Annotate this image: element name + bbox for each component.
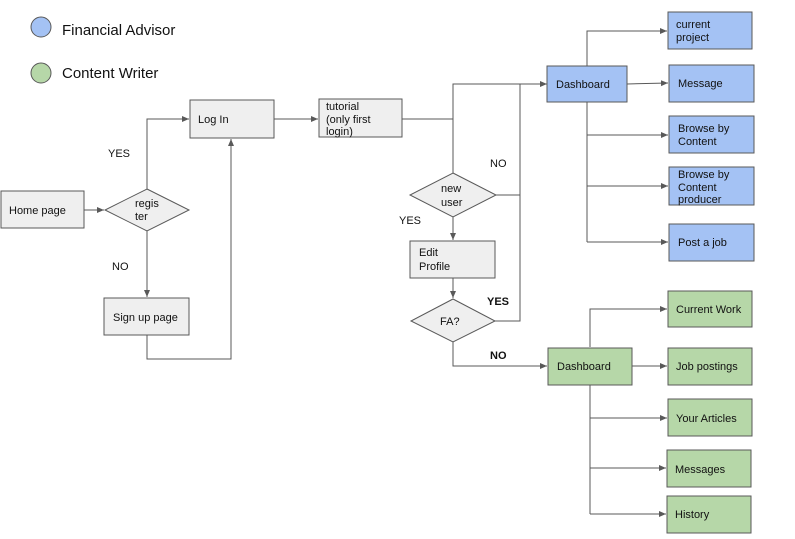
svg-text:project: project xyxy=(676,32,709,44)
edge-fa-no xyxy=(452,342,547,369)
legend-content-writer-swatch xyxy=(30,62,52,84)
node-cw-messages: Messages xyxy=(666,449,752,488)
node-fa-current-project: current project xyxy=(667,11,753,50)
svg-text:Home page: Home page xyxy=(9,205,66,217)
svg-text:Post a job: Post a job xyxy=(678,237,727,249)
legend-content-writer-label: Content Writer xyxy=(62,65,158,82)
svg-text:Browse by: Browse by xyxy=(678,169,730,181)
svg-text:Current Work: Current Work xyxy=(676,304,742,316)
node-home-page: Home page xyxy=(0,190,85,229)
svg-text:Sign up page: Sign up page xyxy=(113,312,178,324)
legend: Financial Advisor Content Writer xyxy=(30,16,175,84)
svg-text:producer: producer xyxy=(678,194,722,206)
node-log-in: Log In xyxy=(189,99,275,139)
node-register-decision: regis ter xyxy=(103,188,191,232)
node-cw-history: History xyxy=(666,495,752,534)
svg-text:Content: Content xyxy=(678,182,717,194)
legend-financial-advisor-label: Financial Advisor xyxy=(62,22,175,39)
edge-label-register-yes: YES xyxy=(108,148,130,160)
node-edit-profile: Edit Profile xyxy=(409,240,496,279)
svg-text:History: History xyxy=(675,509,710,521)
node-fa-browse-content: Browse by Content xyxy=(668,115,755,154)
node-sign-up-page: Sign up page xyxy=(103,297,190,336)
node-fa-browse-producer: Browse by Content producer xyxy=(668,166,755,206)
edge-cw-dash-to-current-work xyxy=(589,306,667,347)
node-fa-decision: FA? xyxy=(409,298,497,343)
edge-to-fa-dashboard xyxy=(452,81,547,173)
edge-label-new-user-yes: YES xyxy=(399,215,421,227)
edge-signup-to-login xyxy=(146,139,234,360)
legend-financial-advisor-swatch xyxy=(30,16,52,38)
svg-text:Messages: Messages xyxy=(675,464,726,476)
node-cw-dashboard: Dashboard xyxy=(547,347,633,386)
svg-text:(only first: (only first xyxy=(326,114,371,126)
connectors xyxy=(84,28,669,517)
svg-text:FA?: FA? xyxy=(440,316,460,328)
edge-fa-dash-to-message xyxy=(626,80,669,87)
svg-text:Browse by: Browse by xyxy=(678,123,730,135)
edge-label-fa-no: NO xyxy=(490,350,507,362)
svg-text:Dashboard: Dashboard xyxy=(557,361,611,373)
svg-text:Job postings: Job postings xyxy=(676,361,738,373)
edge-fa-dash-to-current-project xyxy=(586,28,667,66)
node-cw-your-articles: Your Articles xyxy=(667,398,753,437)
node-cw-job-postings: Job postings xyxy=(667,347,753,386)
node-tutorial: tutorial (only first login) xyxy=(318,98,403,138)
edge-register-yes xyxy=(146,116,189,189)
svg-text:Profile: Profile xyxy=(419,261,450,273)
svg-text:ter: ter xyxy=(135,211,148,223)
svg-text:Edit: Edit xyxy=(419,247,438,259)
svg-text:Log In: Log In xyxy=(198,114,229,126)
edge-new-user-no xyxy=(496,84,521,196)
edge-fa-yes xyxy=(495,195,521,322)
node-fa-post-job: Post a job xyxy=(668,223,755,262)
svg-text:Content: Content xyxy=(678,136,717,148)
svg-text:regis: regis xyxy=(135,198,159,210)
svg-text:new: new xyxy=(441,183,461,195)
edge-label-fa-yes: YES xyxy=(487,296,509,308)
node-new-user-decision: new user xyxy=(408,172,498,218)
svg-text:tutorial: tutorial xyxy=(326,101,359,113)
svg-text:login): login) xyxy=(326,126,353,138)
node-fa-message: Message xyxy=(668,64,755,103)
edge-label-register-no: NO xyxy=(112,261,129,273)
node-cw-current-work: Current Work xyxy=(667,290,753,328)
svg-text:current: current xyxy=(676,19,710,31)
node-fa-dashboard: Dashboard xyxy=(546,65,628,103)
svg-text:user: user xyxy=(441,197,463,209)
svg-text:Your Articles: Your Articles xyxy=(676,413,737,425)
svg-text:Dashboard: Dashboard xyxy=(556,79,610,91)
svg-text:Message: Message xyxy=(678,78,723,90)
edge-label-new-user-no: NO xyxy=(490,158,507,170)
